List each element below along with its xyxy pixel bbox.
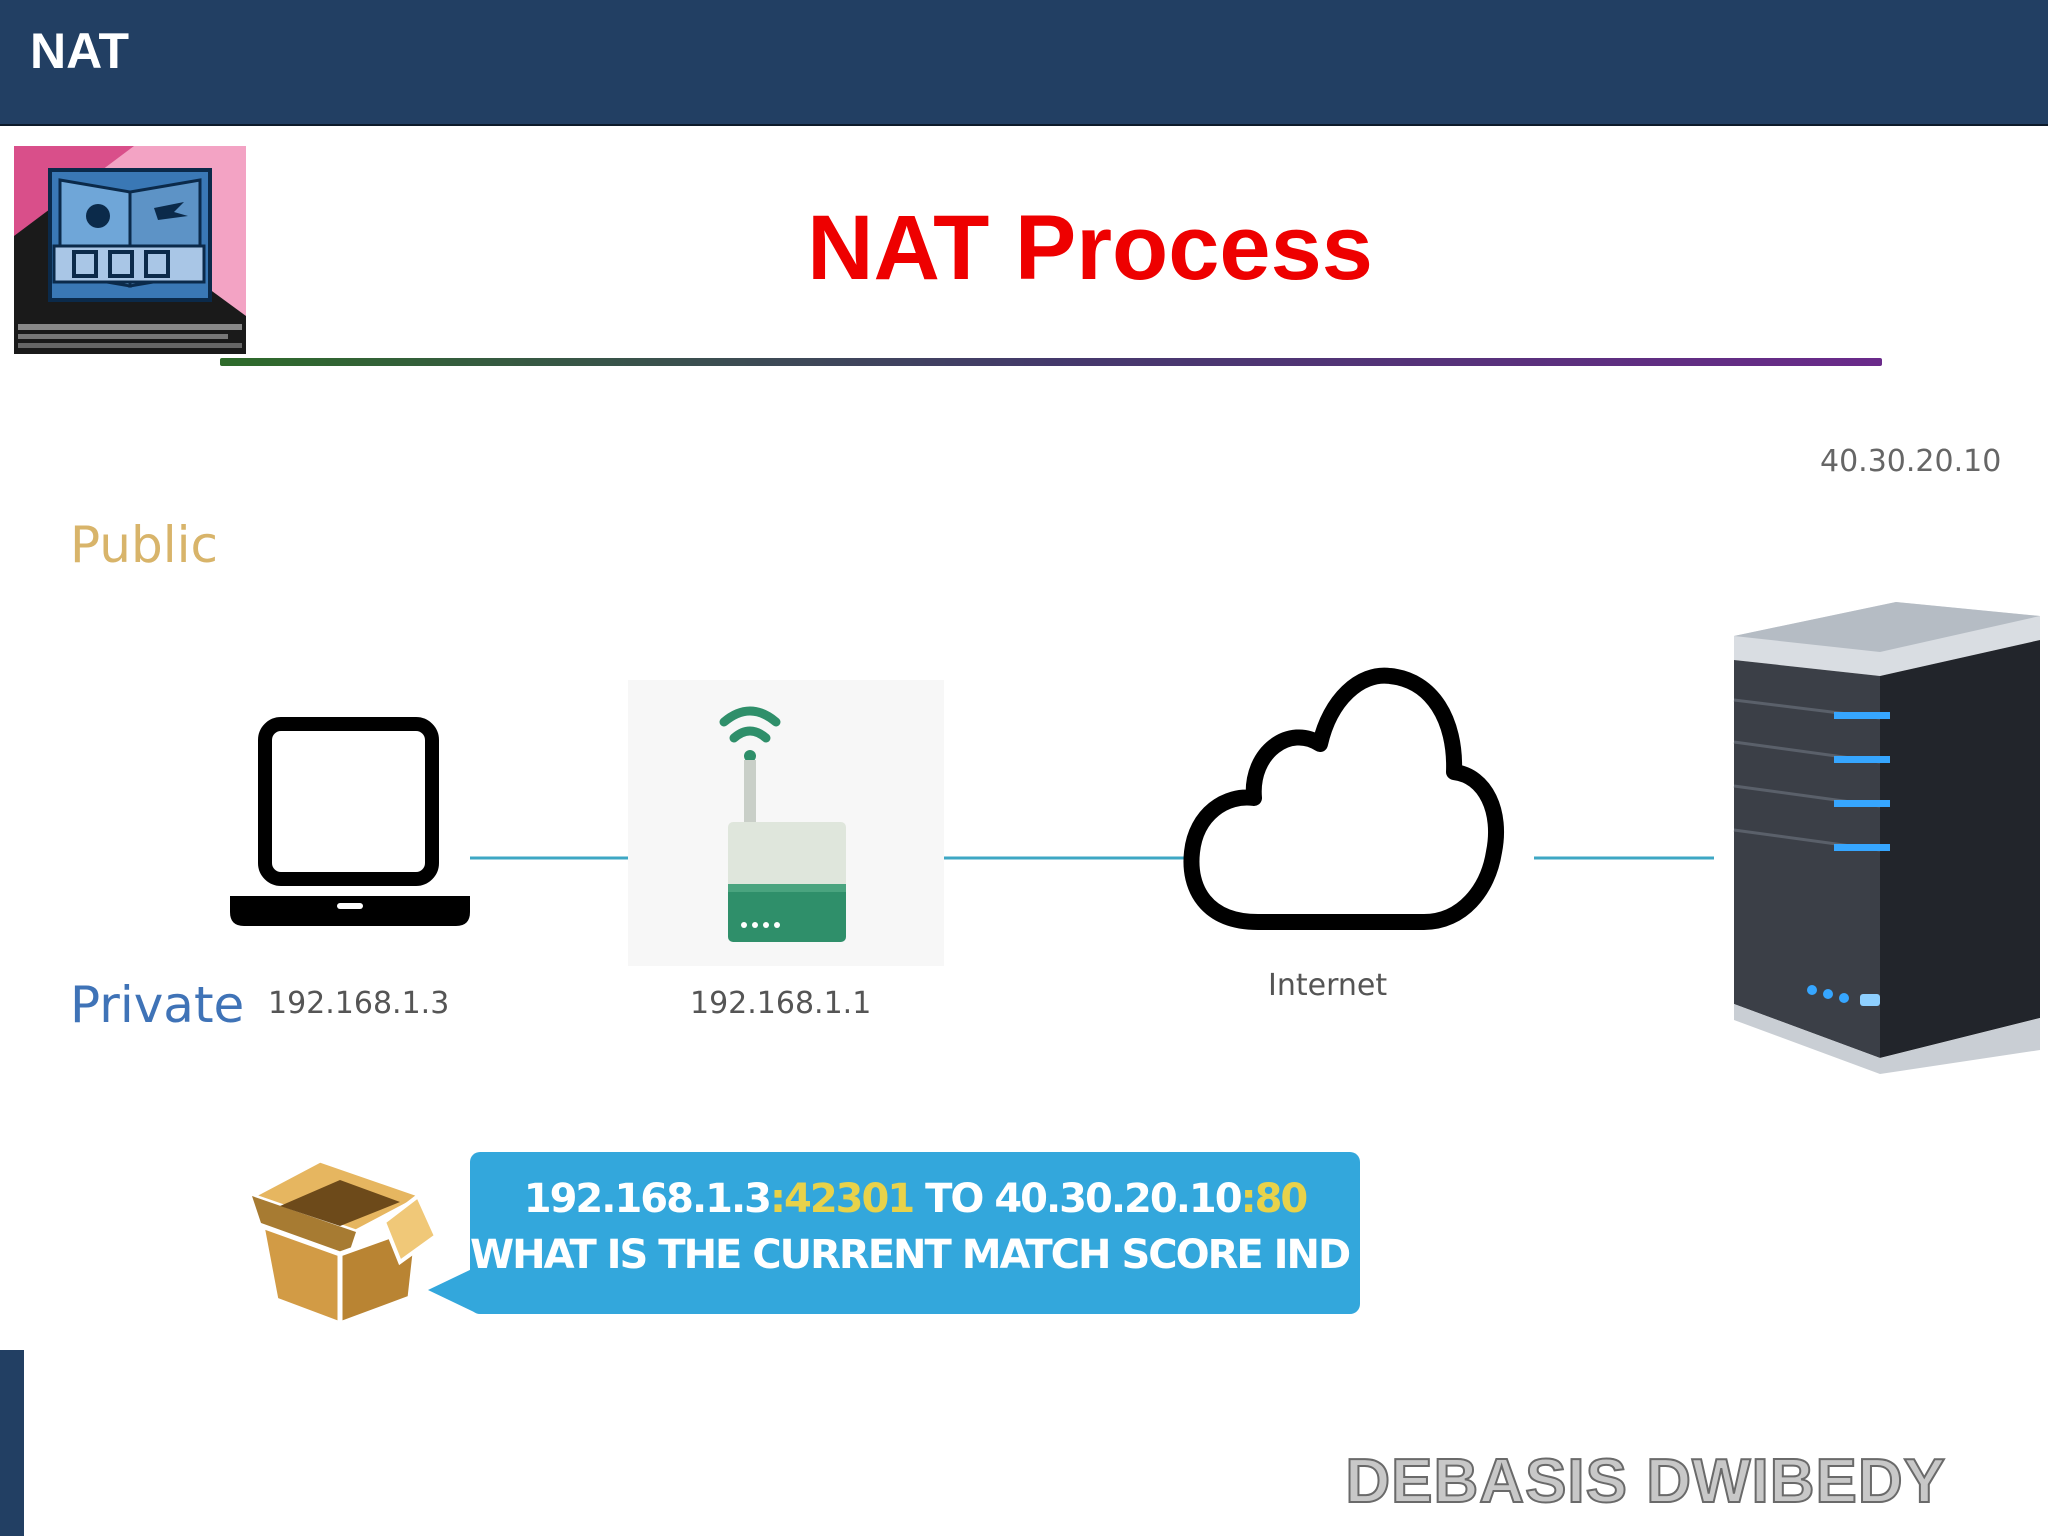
server-icon [1733, 602, 2040, 1074]
packet-dst-port: 80 [1254, 1176, 1309, 1222]
server-ip-label: 40.30.20.10 [1820, 444, 2002, 479]
router-ip-label: 192.168.1.1 [690, 986, 872, 1021]
title-divider [220, 358, 1882, 366]
packet-to: TO [913, 1176, 995, 1222]
package-box-icon [245, 1157, 439, 1328]
packet-src-port: 42301 [784, 1176, 915, 1222]
laptop-icon [230, 717, 470, 926]
slide-title: NAT Process [807, 197, 1373, 299]
header-bar: NAT [0, 0, 2048, 126]
packet-header-line: 192.168.1.3:42301 TO 40.30.20.10:80 [470, 1176, 1360, 1222]
packet-speech-bubble: 192.168.1.3:42301 TO 40.30.20.10:80 WHAT… [470, 1152, 1537, 1314]
packet-src-sep: : [770, 1176, 786, 1222]
logo-image [14, 146, 246, 354]
wifi-router-icon [628, 680, 944, 966]
packet-dst-sep: : [1240, 1176, 1257, 1222]
speech-bubble-tail [428, 1268, 474, 1312]
internet-label: Internet [1268, 968, 1388, 1003]
zone-label-private: Private [70, 976, 245, 1034]
laptop-ip-label: 192.168.1.3 [268, 986, 450, 1021]
packet-dst-ip: 40.30.20.10 [994, 1176, 1242, 1222]
author-watermark: DEBASIS DWIBEDY [1344, 1446, 1946, 1517]
zone-label-public: Public [70, 516, 218, 574]
header-title: NAT [30, 23, 130, 79]
packet-message: WHAT IS THE CURRENT MATCH SCORE IND VS A… [470, 1232, 1537, 1278]
side-accent-bar [0, 1350, 24, 1536]
packet-src-ip: 192.168.1.3 [523, 1176, 772, 1222]
cloud-icon [1183, 667, 1505, 930]
